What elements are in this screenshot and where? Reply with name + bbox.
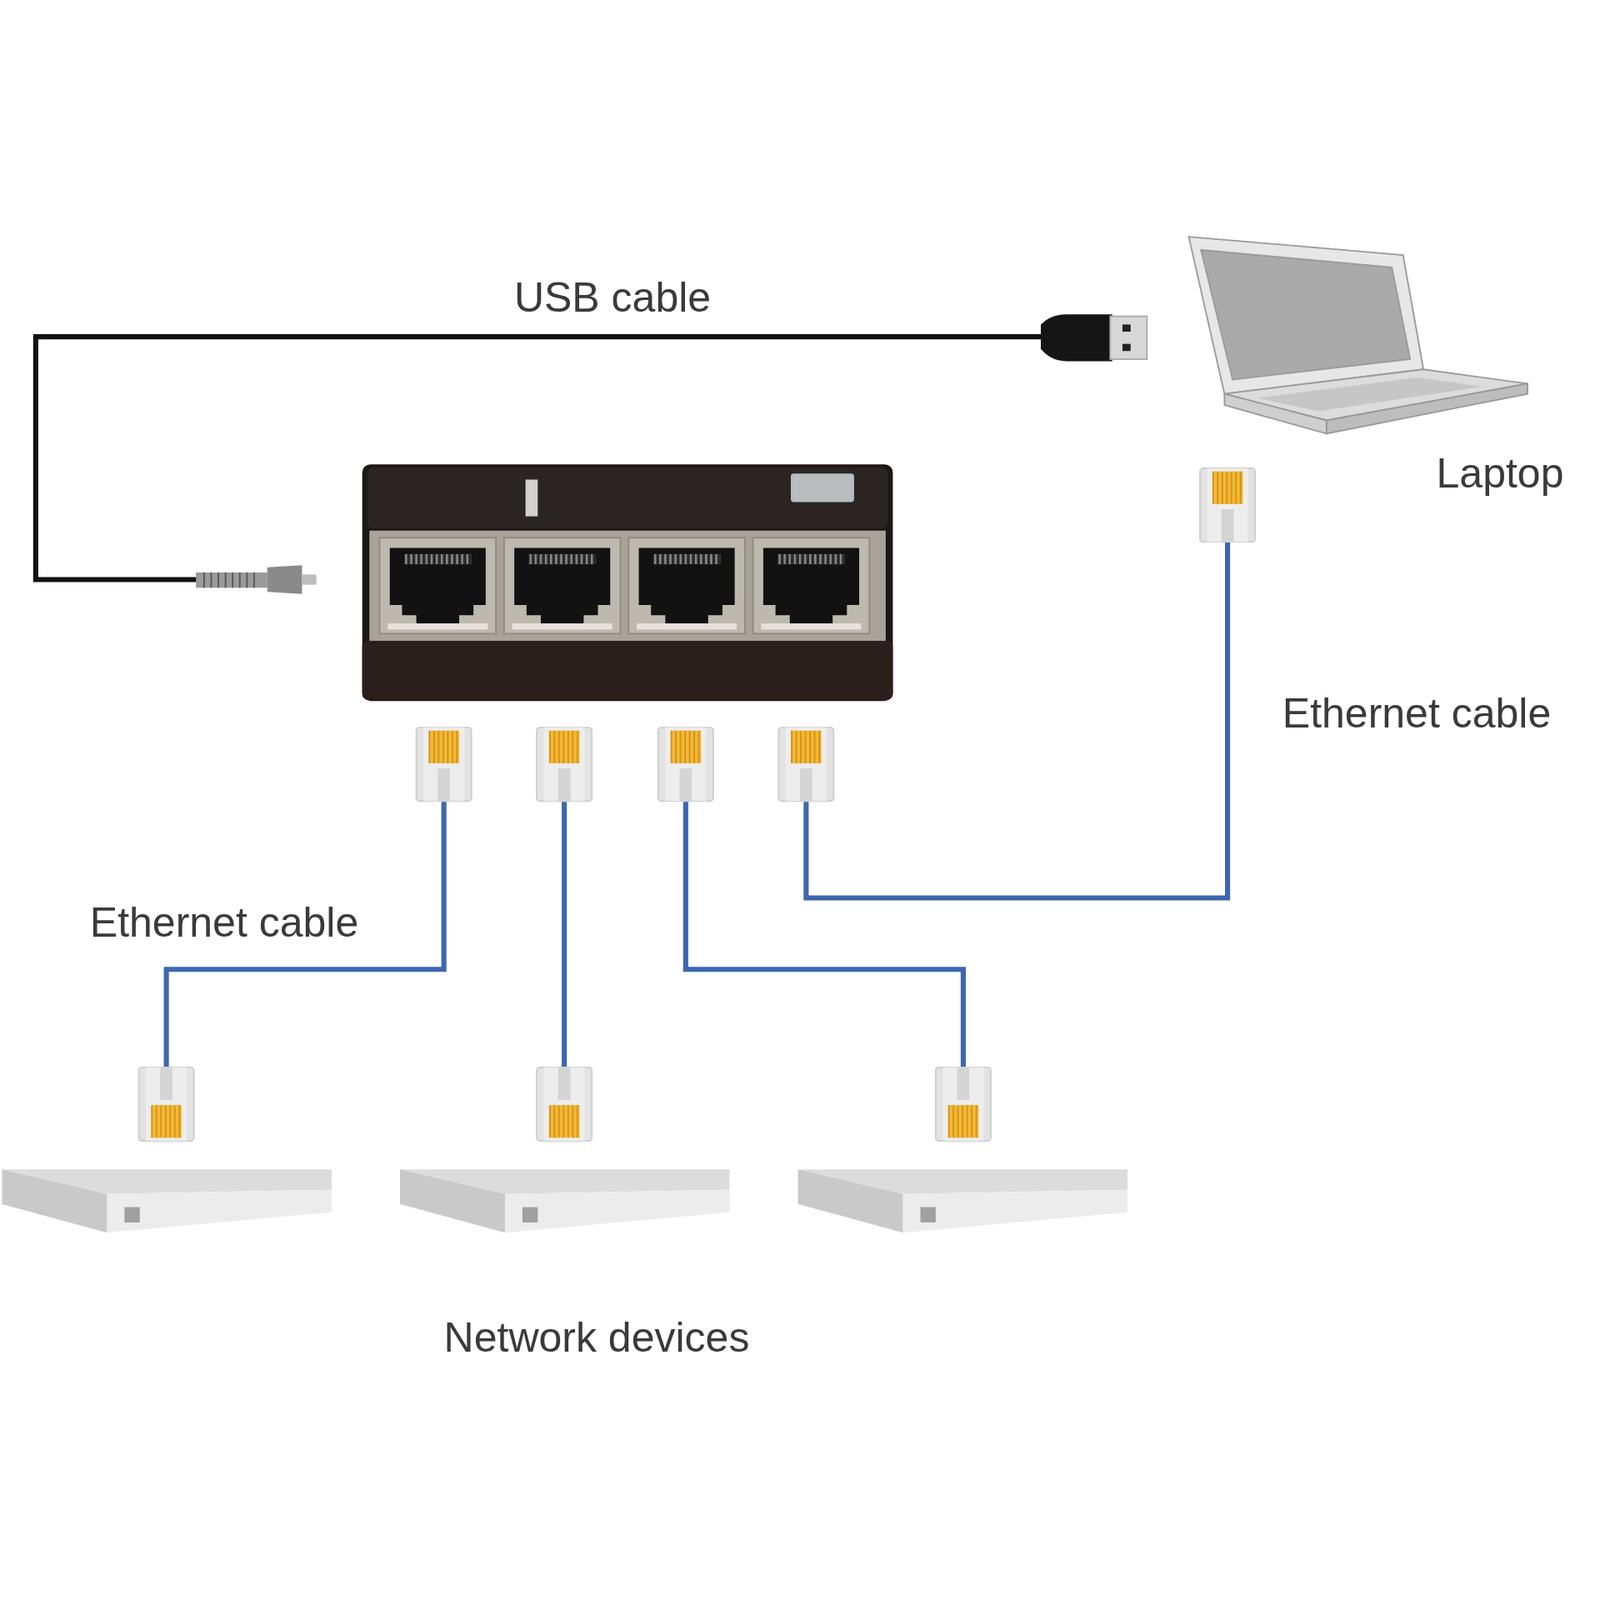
device-label: Laptop xyxy=(1436,450,1565,499)
barrel-plug xyxy=(267,565,303,594)
laptop xyxy=(1224,394,1326,435)
usb-plug xyxy=(1040,314,1147,361)
laptop xyxy=(1200,250,1410,380)
ethernet-switch xyxy=(362,464,894,701)
barrel-plug xyxy=(245,572,248,588)
ethernet-switch xyxy=(525,480,539,517)
illustration xyxy=(536,1067,592,1141)
ethernet-switch xyxy=(628,537,745,634)
barrel-plug xyxy=(203,572,205,588)
illustration xyxy=(400,1169,730,1233)
ethernet-cable xyxy=(805,540,1228,899)
illustration xyxy=(416,727,472,801)
barrel-plug xyxy=(225,572,227,588)
ethernet-switch xyxy=(362,464,894,701)
illustration xyxy=(536,727,592,801)
cable-label: Ethernet cable xyxy=(1282,690,1551,739)
ethernet-switch xyxy=(504,537,621,634)
ethernet-switch xyxy=(790,473,855,502)
usb-plug xyxy=(1122,324,1131,332)
illustration xyxy=(778,727,834,801)
barrel-plug xyxy=(253,572,255,588)
barrel-plug xyxy=(195,565,316,594)
ethernet-switch xyxy=(362,640,894,700)
device-label: Network devices xyxy=(444,1314,750,1363)
ethernet-switch xyxy=(753,537,870,634)
ethernet-cable xyxy=(166,540,1228,1070)
barrel-plug xyxy=(231,572,234,588)
ethernet-cable xyxy=(685,800,964,1070)
cable-label: Ethernet cable xyxy=(90,899,359,948)
barrel-plug xyxy=(210,572,213,588)
barrel-plug xyxy=(195,572,268,588)
laptop xyxy=(1189,236,1529,434)
illustration xyxy=(1,1169,332,1233)
ethernet-cable xyxy=(561,800,567,1070)
illustration xyxy=(1200,468,1255,542)
barrel-plug xyxy=(204,572,255,588)
illustration xyxy=(139,1067,195,1141)
ethernet-switch xyxy=(367,467,888,529)
usb-plug xyxy=(1110,316,1147,360)
illustration xyxy=(798,1169,1129,1233)
usb-plug xyxy=(1122,344,1131,352)
usb-plug xyxy=(1040,314,1113,361)
ethernet-switch xyxy=(369,530,886,641)
ethernet-switch xyxy=(380,537,497,634)
barrel-plug xyxy=(217,572,220,588)
laptop xyxy=(1189,236,1425,395)
barrel-plug xyxy=(239,572,241,588)
barrel-plug xyxy=(301,574,316,585)
laptop xyxy=(1326,383,1528,434)
cable-label: USB cable xyxy=(514,274,711,323)
illustration xyxy=(935,1067,991,1141)
illustration xyxy=(658,727,714,801)
